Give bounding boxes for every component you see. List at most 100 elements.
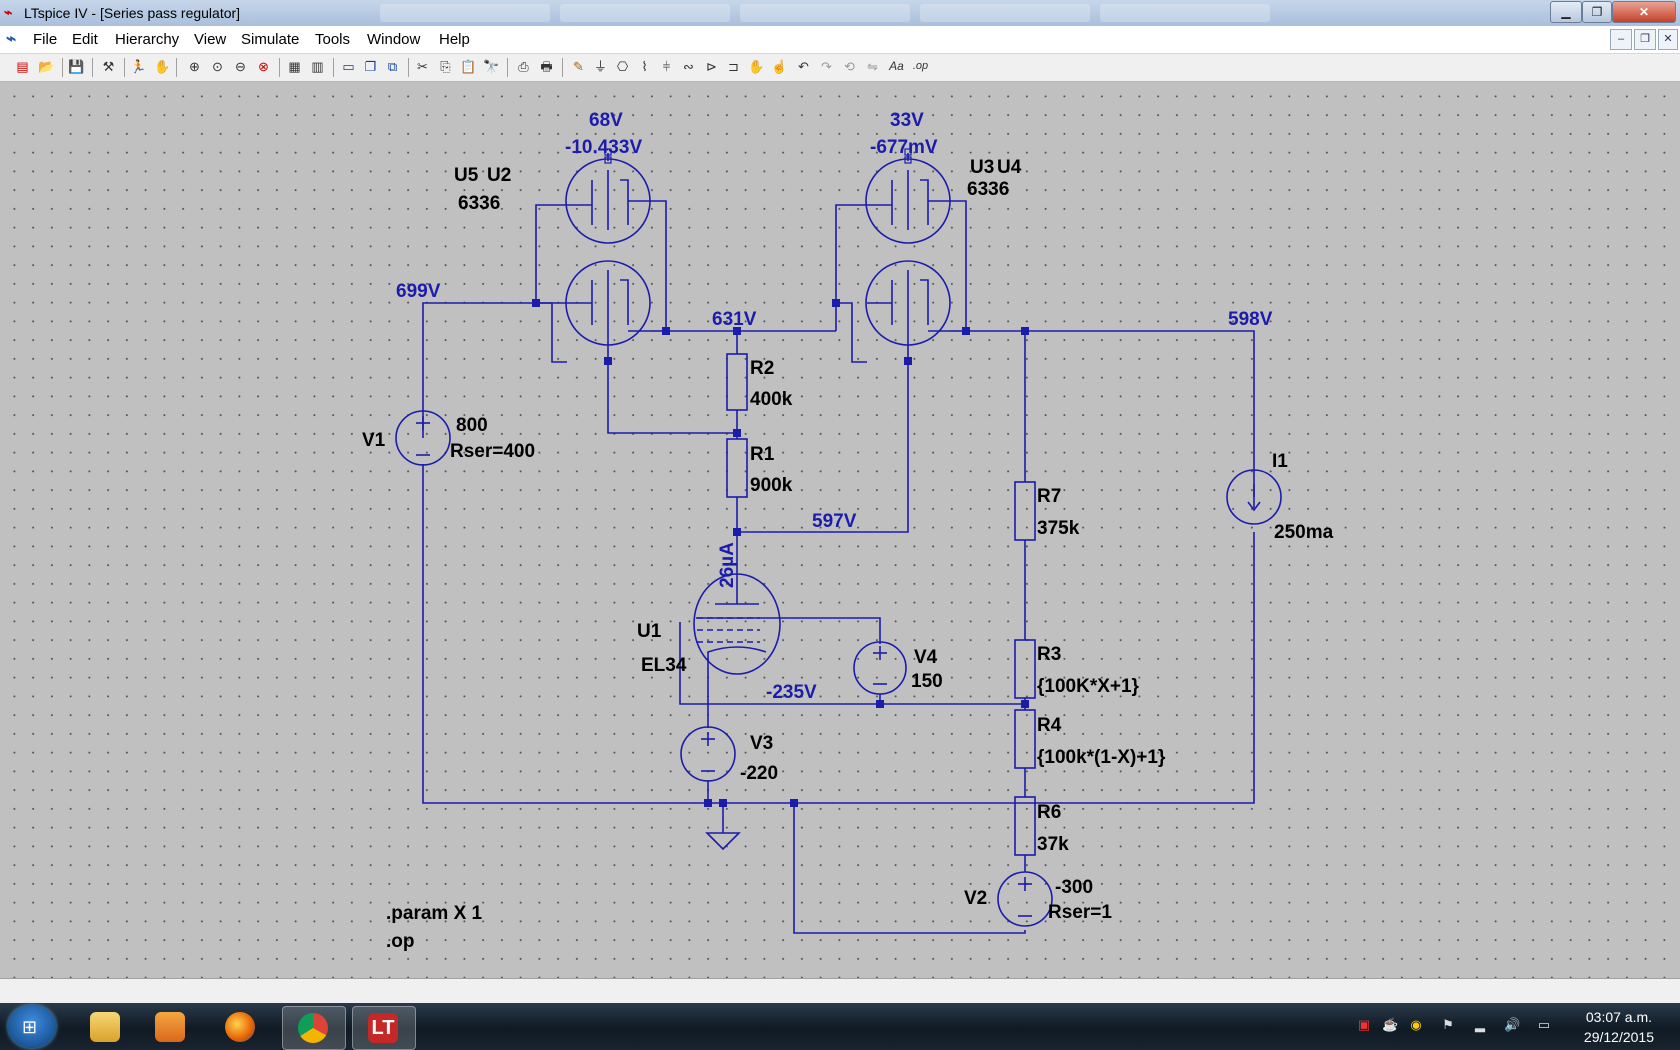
label-u4-model: 6336	[967, 179, 1009, 200]
autorange-icon[interactable]: ▦	[288, 59, 301, 74]
network-signal-icon[interactable]: ▂	[1475, 1017, 1485, 1032]
menu-edit[interactable]: Edit	[72, 31, 98, 48]
label-r7: R7	[1037, 486, 1061, 507]
battery-icon[interactable]: ▭	[1537, 1017, 1551, 1032]
zoom-fit-icon[interactable]: ⊗	[258, 59, 269, 74]
taskbar-chrome[interactable]	[282, 1006, 346, 1050]
menu-simulate[interactable]: Simulate	[241, 31, 300, 48]
triode-u3[interactable]	[865, 158, 951, 244]
background-window-tab	[920, 4, 1090, 22]
copy-icon[interactable]: ⎘	[440, 59, 451, 74]
resistor-r1[interactable]	[726, 438, 748, 498]
current-source-i1[interactable]	[1226, 469, 1282, 525]
triode-u4[interactable]	[865, 260, 951, 346]
tile-horizontal-icon[interactable]: ▭	[342, 59, 355, 74]
resistor-r2[interactable]	[726, 353, 748, 411]
voltage-source-v3[interactable]	[680, 726, 736, 782]
menu-window[interactable]: Window	[367, 31, 421, 48]
wire-icon[interactable]: ✎	[573, 59, 584, 74]
node-markers	[604, 148, 912, 164]
mdi-close-button[interactable]: ✕	[1658, 29, 1678, 50]
resistor-r6[interactable]	[1014, 796, 1036, 856]
rotate-icon[interactable]: ⟲	[844, 59, 855, 74]
text-icon[interactable]: Aa	[889, 59, 904, 73]
print-setup-icon[interactable]: ⎙	[518, 59, 529, 74]
new-schematic-icon[interactable]: ▤	[16, 59, 29, 74]
paste-icon[interactable]: 📋	[460, 59, 477, 74]
taskbar-media-player[interactable]	[140, 1006, 202, 1048]
mdi-restore-button[interactable]: ❐	[1634, 29, 1656, 50]
save-icon[interactable]: 💾	[68, 59, 85, 74]
label-u1-model: EL34	[641, 655, 687, 676]
resistor-r3[interactable]	[1014, 639, 1036, 699]
directive-param[interactable]: .param X 1	[386, 903, 483, 924]
label-v1: V1	[362, 430, 386, 451]
triode-u5[interactable]	[565, 158, 651, 244]
taskbar-explorer[interactable]	[75, 1006, 137, 1048]
capacitor-icon[interactable]: ⫩	[662, 59, 671, 74]
pan-icon[interactable]: ⊙	[212, 59, 223, 74]
spice-directive-icon[interactable]: .op	[912, 60, 929, 72]
menu-file[interactable]: File	[33, 31, 58, 48]
redo-icon[interactable]: ↷	[821, 59, 832, 74]
volume-icon[interactable]: 🔊	[1504, 1017, 1521, 1032]
find-icon[interactable]: 🔭	[483, 59, 500, 74]
undo-icon[interactable]: ↶	[798, 59, 809, 74]
maximize-window-button[interactable]: ❐	[1582, 1, 1612, 23]
voltage-source-v1[interactable]	[395, 410, 451, 466]
folder-icon	[90, 1012, 120, 1042]
wires	[422, 153, 1255, 934]
menu-help[interactable]: Help	[439, 31, 470, 48]
resistor-r4[interactable]	[1014, 709, 1036, 769]
menu-hierarchy[interactable]: Hierarchy	[115, 31, 180, 48]
tile-vertical-icon[interactable]: ⧉	[387, 59, 398, 74]
drag-hand-icon[interactable]: ☝	[771, 59, 788, 74]
mdi-minimize-button[interactable]: –	[1610, 29, 1632, 50]
zoom-in-icon[interactable]: ⊕	[189, 59, 200, 74]
action-center-flag-icon[interactable]: ⚑	[1442, 1017, 1454, 1032]
triode-u2[interactable]	[565, 260, 651, 346]
schematic-canvas[interactable]: U5 U2 6336 U3 U4 6336 R2 400k R1 900k R7…	[0, 82, 1680, 979]
taskbar-ltspice[interactable]: LT	[352, 1006, 416, 1050]
start-button[interactable]: ⊞	[8, 1005, 56, 1048]
run-icon[interactable]: 🏃	[130, 59, 147, 74]
voltage-source-v2[interactable]	[997, 871, 1053, 927]
control-panel-icon[interactable]: ⚒	[102, 59, 115, 74]
minimize-window-button[interactable]: ▁	[1550, 1, 1582, 23]
voltage-source-v4[interactable]	[853, 641, 907, 695]
zoom-out-icon[interactable]: ⊖	[235, 59, 246, 74]
cut-icon[interactable]: ✂	[417, 59, 428, 74]
label-u2-model: 6336	[458, 193, 500, 214]
value-v3: -220	[740, 763, 778, 784]
label-net-icon[interactable]: ⎔	[616, 59, 629, 74]
ground-icon[interactable]: ⏚	[593, 59, 607, 74]
document-icon[interactable]: ⌁	[6, 29, 17, 48]
taskbar-firefox[interactable]	[210, 1006, 272, 1048]
toolbar-separator	[333, 58, 334, 77]
menu-view[interactable]: View	[194, 31, 227, 48]
media-player-icon	[155, 1012, 185, 1042]
system-clock[interactable]: 03:07 a.m. 29/12/2015	[1584, 1007, 1654, 1047]
halt-icon[interactable]: ✋	[154, 59, 171, 74]
resistor-r7[interactable]	[1014, 481, 1036, 541]
update-tray-icon[interactable]: ◉	[1410, 1017, 1422, 1032]
move-hand-icon[interactable]: ✋	[748, 59, 765, 74]
pentode-u1[interactable]	[693, 573, 781, 675]
mirror-icon[interactable]: ⇋	[867, 59, 878, 74]
close-window-button[interactable]: ✕	[1612, 1, 1676, 23]
directive-op[interactable]: .op	[386, 931, 415, 952]
label-r6: R6	[1037, 802, 1061, 823]
inductor-icon[interactable]: ∾	[683, 59, 694, 74]
menu-tools[interactable]: Tools	[315, 31, 351, 48]
junctions	[532, 299, 1029, 807]
label-u5: U5	[454, 165, 479, 186]
cascade-icon[interactable]: ❐	[364, 59, 377, 74]
open-icon[interactable]: 📂	[38, 59, 55, 74]
acrobat-tray-icon[interactable]: ▣	[1357, 1017, 1371, 1032]
print-icon[interactable]: 🖶	[540, 59, 553, 74]
diode-icon[interactable]: ⊳	[706, 59, 717, 74]
java-tray-icon[interactable]: ☕	[1382, 1017, 1399, 1032]
resistor-icon[interactable]: ⌇	[641, 59, 648, 74]
component-icon[interactable]: ⊐	[728, 59, 739, 74]
grid-icon[interactable]: ▥	[311, 59, 324, 74]
